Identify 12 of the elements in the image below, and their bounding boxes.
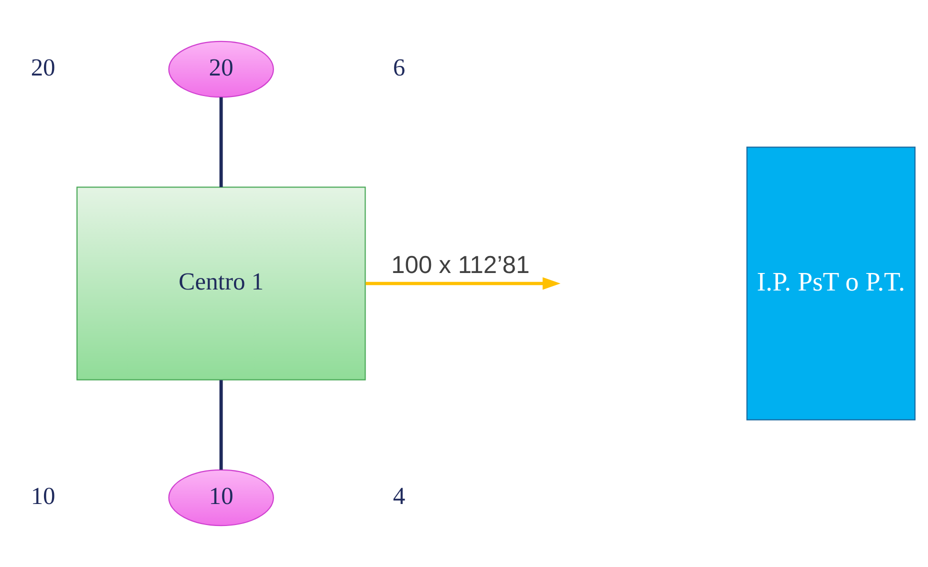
node-ellipse: 20 — [168, 40, 274, 98]
node-ellipse: 10 — [168, 469, 274, 526]
label: 10 — [30, 482, 56, 510]
node-box: Centro 1 — [76, 186, 366, 380]
label: 6 — [393, 54, 406, 82]
connector — [219, 380, 223, 470]
edge-label: 100 x 112’81 — [391, 252, 530, 280]
connector — [219, 97, 223, 188]
arrow — [366, 277, 560, 290]
label: 20 — [30, 54, 56, 82]
label: 4 — [393, 482, 406, 510]
node-box: I.P. PsT o P.T. — [746, 146, 916, 420]
